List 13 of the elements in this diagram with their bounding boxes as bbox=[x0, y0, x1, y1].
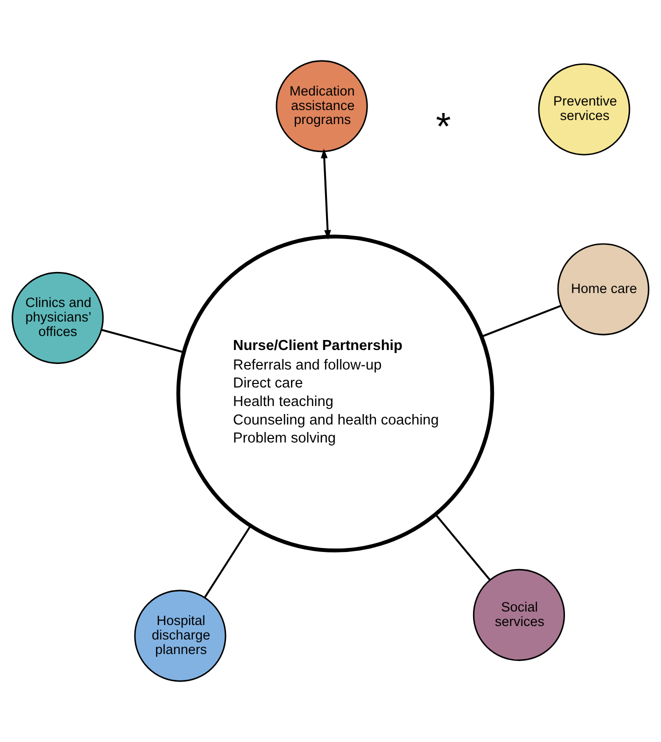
node-circle: Clinics and physicians’ offices bbox=[12, 272, 104, 364]
label: * bbox=[436, 105, 451, 148]
connector bbox=[481, 304, 562, 338]
node-circle: Medication assistance programs bbox=[276, 60, 368, 152]
node-circle: Home care bbox=[557, 243, 650, 336]
connector bbox=[204, 525, 252, 598]
node-circle: Hospital discharge planners bbox=[134, 590, 226, 682]
node-circle: Preventive services bbox=[538, 63, 630, 156]
arrow bbox=[320, 148, 331, 240]
node-circle: Social services bbox=[472, 568, 566, 661]
connector bbox=[101, 328, 184, 354]
node-circle: Nurse/Client Partnership Referrals and follow-up Direct care Health teaching Counseling and health coaching Problem solving bbox=[176, 234, 494, 552]
connector bbox=[434, 514, 491, 581]
